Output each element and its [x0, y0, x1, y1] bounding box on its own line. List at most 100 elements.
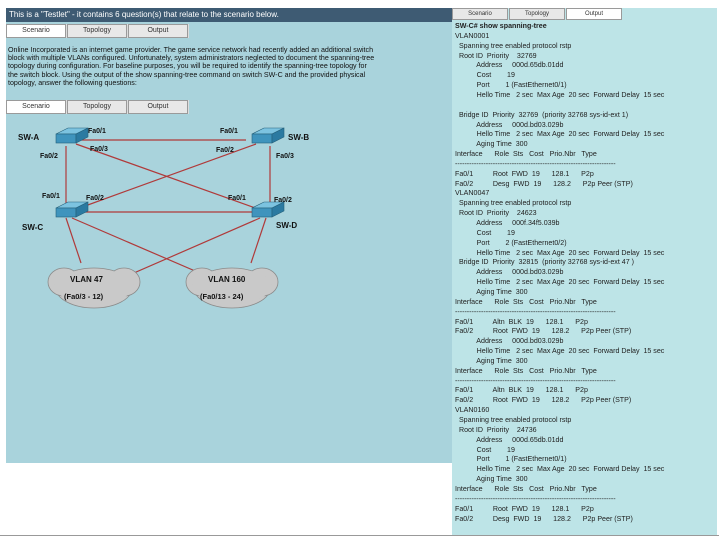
cli-line: Aging Time 300	[455, 287, 528, 296]
cli-line: Address 000d.bd03.029b	[455, 268, 564, 277]
cli-line: Hello Time 2 sec Max Age 20 sec Forward …	[455, 465, 665, 474]
cli-line: ----------------------------------------…	[455, 159, 616, 168]
cli-line: Cost 19	[455, 71, 515, 80]
tab-topology[interactable]: Topology	[67, 24, 127, 38]
scenario-text: Online Incorporated is an internet game …	[8, 46, 450, 87]
cli-line: VLAN0160	[455, 406, 490, 415]
cloud-vlan-47-name: VLAN 47	[70, 275, 103, 284]
switch-sw-a[interactable]	[55, 127, 89, 144]
cli-line: Cost 19	[455, 228, 515, 237]
cli-line: VLAN0047	[455, 189, 490, 198]
cloud-vlan-160-range: (Fa0/13 - 24)	[200, 292, 244, 301]
port-label: Fa0/2	[274, 197, 292, 204]
cli-line: Fa0/1 Altn BLK 19 128.1 P2p	[455, 386, 588, 395]
tab-scenario-2[interactable]: Scenario	[6, 100, 66, 114]
cli-line: Interface Role Sts Cost Prio.Nbr Type	[455, 150, 597, 159]
topology-diagram: SW-A SW-B SW-C SW-D Fa0/1 Fa0/3 Fa0/2 Fa…	[18, 127, 309, 309]
link-b-c	[73, 143, 257, 211]
switch-label-sw-b: SW-B	[288, 133, 309, 142]
switch-label-sw-a: SW-A	[18, 133, 39, 142]
cli-line: Address 000d.bd03.029b	[455, 120, 564, 129]
cli-line: Root ID Priority 24623	[455, 209, 537, 218]
cli-line: Port 1 (FastEthernet0/1)	[455, 81, 567, 90]
cli-line: Address 000d.65db.01dd	[455, 435, 564, 444]
cli-line: Port 1 (FastEthernet0/1)	[455, 455, 567, 464]
cli-line: Interface Role Sts Cost Prio.Nbr Type	[455, 297, 597, 306]
switch-sw-c[interactable]	[55, 201, 89, 218]
scenario-line: topology, answer the following questions…	[8, 78, 137, 87]
cli-line: Hello Time 2 sec Max Age 20 sec Forward …	[455, 278, 665, 287]
cli-line: Address 000d.bd03.029b	[455, 337, 564, 346]
scenario-line: block with multiple VLANs configured. Un…	[8, 54, 375, 63]
port-label: Fa0/1	[228, 195, 246, 202]
port-label: Fa0/3	[276, 153, 294, 160]
port-label: Fa0/1	[88, 128, 106, 135]
scenario-panel: This is a "Testlet" - it contains 6 ques…	[6, 8, 452, 463]
cli-line: Bridge ID Priority 32769 (priority 32768…	[455, 110, 629, 119]
cli-line: Spanning tree enabled protocol rstp	[455, 41, 572, 50]
cli-line: ----------------------------------------…	[455, 376, 616, 385]
tab-scenario-3[interactable]: Scenario	[452, 8, 508, 20]
cli-line: Port 2 (FastEthernet0/2)	[455, 238, 567, 247]
cli-line: Aging Time 300	[455, 356, 528, 365]
topology-tabs: Scenario Topology Output	[6, 100, 189, 114]
cli-line: ----------------------------------------…	[455, 494, 616, 503]
tab-output-2[interactable]: Output	[128, 100, 188, 114]
tab-topology-3[interactable]: Topology	[509, 8, 565, 20]
scenario-line: topology during configuration. For basel…	[8, 62, 367, 71]
port-label: Fa0/1	[42, 193, 60, 200]
switch-sw-b[interactable]	[251, 127, 285, 144]
cli-line: Hello Time 2 sec Max Age 20 sec Forward …	[455, 130, 665, 139]
switch-sw-d[interactable]	[251, 201, 285, 218]
output-panel: Scenario Topology Output SW-C# show span…	[452, 8, 717, 535]
cli-line: Aging Time 300	[455, 140, 528, 149]
cli-line: Interface Role Sts Cost Prio.Nbr Type	[455, 484, 597, 493]
scenario-tabs: Scenario Topology Output	[6, 24, 189, 38]
cli-line: Fa0/2 Desg FWD 19 128.2 P2p Peer (STP)	[455, 179, 633, 188]
port-label: Fa0/3	[90, 146, 108, 153]
cli-line: Hello Time 2 sec Max Age 20 sec Forward …	[455, 248, 665, 257]
cli-line: Root ID Priority 24736	[455, 425, 537, 434]
link-c-vlan160	[71, 217, 217, 281]
tab-output[interactable]: Output	[128, 24, 188, 38]
cli-line: Spanning tree enabled protocol rstp	[455, 416, 572, 424]
cli-line: Hello Time 2 sec Max Age 20 sec Forward …	[455, 90, 665, 99]
cli-line: Spanning tree enabled protocol rstp	[455, 199, 572, 208]
cli-line: Fa0/2 Root FWD 19 128.2 P2p Peer (STP)	[455, 396, 632, 405]
testlet-title-bar: This is a "Testlet" - it contains 6 ques…	[6, 8, 452, 22]
port-label: Fa0/2	[86, 195, 104, 202]
scenario-line: Online Incorporated is an internet game …	[8, 46, 374, 54]
tab-scenario[interactable]: Scenario	[6, 24, 66, 38]
port-label: Fa0/2	[40, 153, 58, 160]
switch-label-sw-c: SW-C	[22, 223, 43, 232]
cli-line: Fa0/1 Root FWD 19 128.1 P2p	[455, 169, 594, 178]
divider	[0, 535, 719, 536]
cli-line: Fa0/2 Desg FWD 19 128.2 P2p Peer (STP)	[455, 514, 633, 523]
port-label: Fa0/1	[220, 128, 238, 135]
cli-line: VLAN0001	[455, 31, 490, 40]
cloud-vlan-47-range: (Fa0/3 - 12)	[64, 292, 104, 301]
cloud-vlan-160: VLAN 160 (Fa0/13 - 24)	[185, 267, 279, 309]
cli-command: SW-C# show spanning-tree	[455, 22, 547, 30]
cli-line: Root ID Priority 32769	[455, 51, 537, 60]
output-tabs: Scenario Topology Output	[452, 8, 623, 20]
cli-line: Aging Time 300	[455, 475, 528, 484]
link-d-vlan160	[250, 217, 267, 264]
cli-line: Interface Role Sts Cost Prio.Nbr Type	[455, 366, 597, 375]
cloud-vlan-160-name: VLAN 160	[208, 275, 246, 284]
switch-label-sw-d: SW-D	[276, 221, 297, 230]
cli-line: Fa0/2 Root FWD 19 128.2 P2p Peer (STP)	[455, 327, 632, 336]
cli-line: Address 000d.65db.01dd	[455, 61, 564, 70]
tab-output-3[interactable]: Output	[566, 8, 622, 20]
cli-line: Address 000f.34f5.039b	[455, 219, 560, 227]
tab-topology-2[interactable]: Topology	[67, 100, 127, 114]
cli-line: Fa0/1 Root FWD 19 128.1 P2p	[455, 504, 594, 513]
link-a-d	[75, 143, 262, 211]
cloud-vlan-47: VLAN 47 (Fa0/3 - 12)	[47, 267, 141, 309]
cli-line: Hello Time 2 sec Max Age 20 sec Forward …	[455, 347, 665, 356]
port-label: Fa0/2	[216, 147, 234, 154]
cli-line: Fa0/1 Altn BLK 19 128.1 P2p	[455, 317, 588, 326]
cli-line: Cost 19	[455, 445, 515, 454]
cli-line: Bridge ID Priority 32815 (priority 32768…	[455, 258, 634, 267]
scenario-line: the switch block. Using the output of th…	[8, 70, 366, 79]
